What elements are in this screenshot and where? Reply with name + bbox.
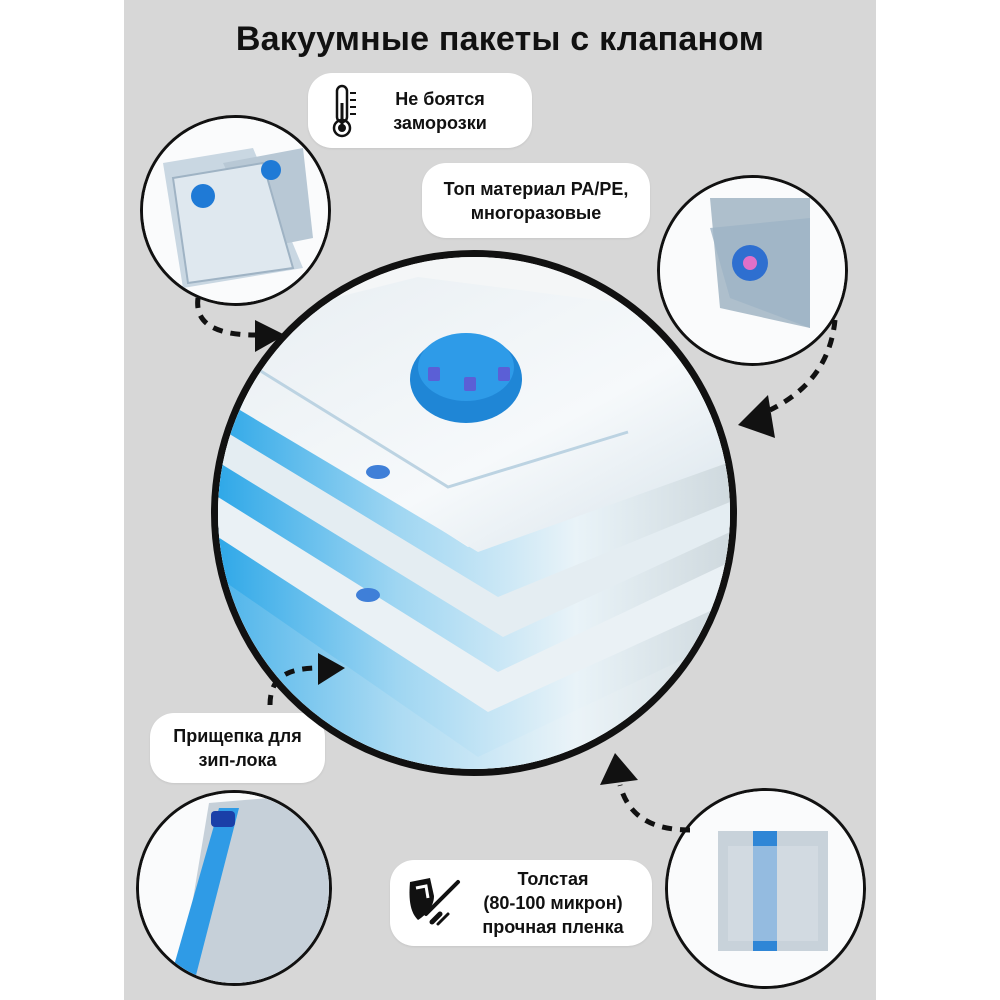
shield-sword-icon [404,874,464,932]
main-product-photo [211,250,737,776]
page-title: Вакуумные пакеты с клапаном [235,20,765,58]
feature-material-label: Топ материал PA/PE, многоразовые [443,178,629,223]
feature-frost-label: Не боятся заморозки [393,88,487,133]
bags-with-valves-photo [140,115,331,306]
folded-bag-photo [665,788,866,989]
feature-clip-label: Прищепка для зип-лока [173,726,302,770]
feature-frost: Не боятся заморозки [308,73,532,148]
feature-clip: Прищепка для зип-лока [150,713,325,783]
feature-film: Толстая (80-100 микрон) прочная пленка [390,860,652,946]
zip-clip-photo [136,790,332,986]
thermometer-icon [326,83,360,139]
feature-material: Топ материал PA/PE, многоразовые [422,163,650,238]
feature-film-label: Толстая (80-100 микрон) прочная пленка [482,869,624,937]
valve-closeup-photo [657,175,848,366]
